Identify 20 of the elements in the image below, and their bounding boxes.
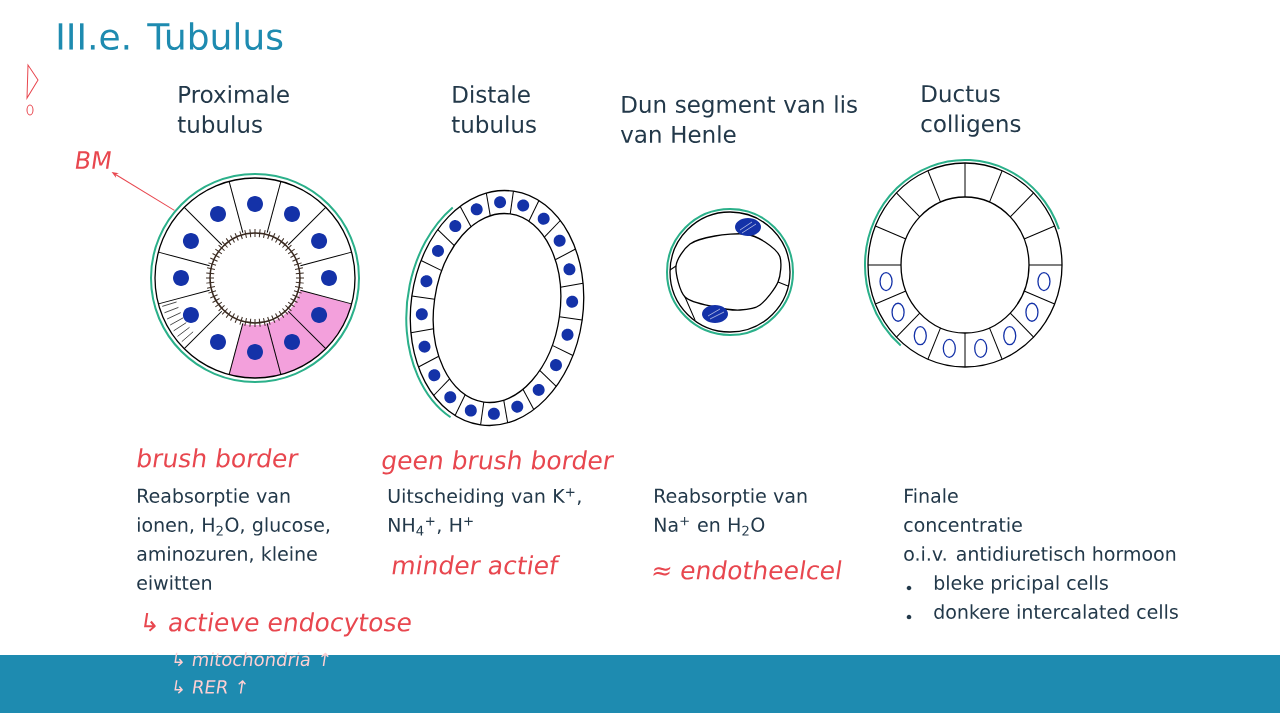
heading: Distale tubulus	[451, 85, 536, 133]
handwritten-note: ≈ endotheelcel	[653, 560, 842, 580]
description-text: Reabsorptie van ionen, H$_{2}$O, glucose, aminozuren, kleine eiwitten	[137, 488, 330, 590]
title: III.e. Tubulus	[58, 22, 283, 51]
handwritten-label: BM	[75, 151, 111, 169]
handwritten-note: ↳ RER ↑	[174, 680, 246, 694]
handwritten-note: minder actief	[392, 555, 561, 575]
heading: Proximale tubulus	[177, 85, 289, 133]
description-text: Reabsorptie van Na$^{+}$ en H$_{2}$O	[655, 488, 807, 536]
leader-arrow	[112, 172, 175, 211]
handwritten-note: brush border	[137, 448, 299, 468]
heading: Ductus colligens	[921, 85, 1021, 137]
heading: Dun segment van lis van Henle	[620, 95, 857, 143]
description-text: o.i.v. antidiuretisch hormoon	[904, 546, 1176, 561]
handwritten-note: ↳ actieve endocytose	[144, 612, 411, 637]
bullet-item: donkere intercalated cells	[906, 604, 1178, 620]
handwritten-note: ↳ mitochondria ↑	[174, 652, 329, 667]
description-text: Uitscheiding van K$^{+}$, NH$_{4}$$^{+}$, H$^{+}$	[388, 488, 581, 536]
bullet-item: bleke pricipal cells	[906, 575, 1108, 594]
handwritten-note: geen brush border	[382, 450, 615, 475]
